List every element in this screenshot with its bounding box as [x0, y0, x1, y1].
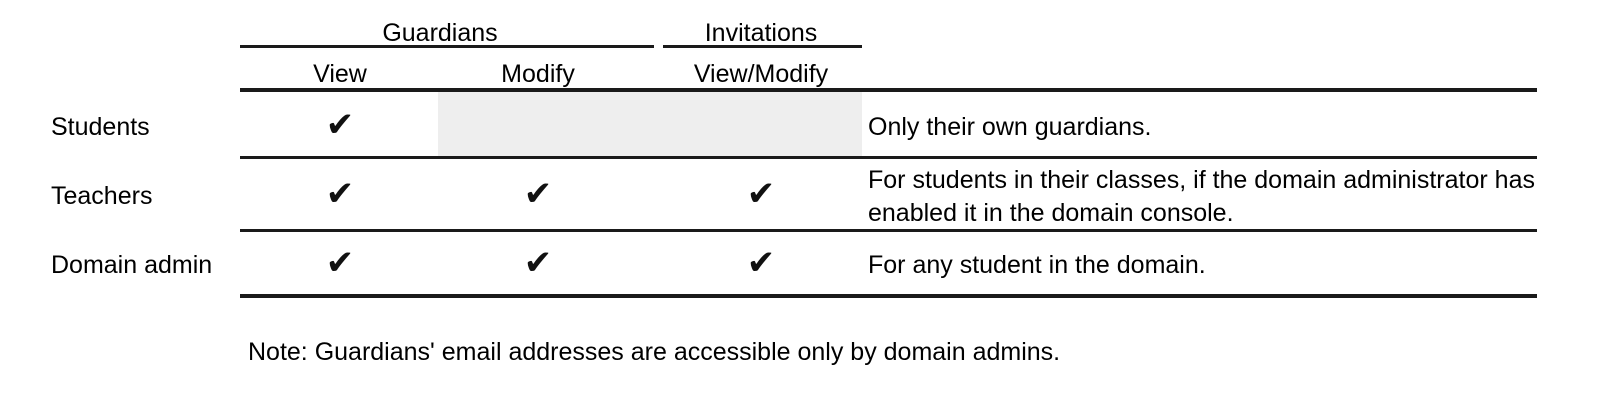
column-header-invitations-view-modify: View/Modify	[693, 60, 829, 88]
check-icon-domain-admin-invitations-view-modify: ✔	[746, 243, 776, 283]
row-stub-domain-admin: Domain admin	[51, 251, 213, 279]
disabled-cell-shading-students	[438, 92, 862, 156]
table-rule-row-teachers-bottom	[240, 229, 1537, 232]
table-rule-header-bottom	[240, 88, 1537, 92]
check-icon-students-guardians-view: ✔	[325, 105, 355, 145]
check-icon-teachers-guardians-view: ✔	[325, 174, 355, 214]
check-icon-domain-admin-guardians-modify: ✔	[523, 243, 553, 283]
check-icon-teachers-guardians-modify: ✔	[523, 174, 553, 214]
table-rule-row-students-bottom	[240, 156, 1537, 159]
row-stub-teachers: Teachers	[51, 182, 153, 210]
spanner-rule-guardians	[240, 45, 654, 48]
table-footnote: Note: Guardians' email addresses are acc…	[248, 338, 1061, 366]
table-rule-bottom	[240, 294, 1537, 298]
spanner-rule-invitations	[663, 45, 862, 48]
check-icon-domain-admin-guardians-view: ✔	[325, 243, 355, 283]
column-header-guardians-view: View	[313, 60, 367, 88]
row-notes-teachers: For students in their classes, if the do…	[868, 166, 1535, 227]
check-icon-teachers-invitations-view-modify: ✔	[746, 174, 776, 214]
row-notes-students: Only their own guardians.	[868, 113, 1152, 141]
spanner-header-invitations: Invitations	[704, 19, 818, 47]
row-notes-domain-admin: For any student in the domain.	[868, 251, 1206, 279]
spanner-header-guardians: Guardians	[382, 19, 498, 47]
column-header-guardians-modify: Modify	[501, 60, 575, 88]
row-stub-students: Students	[51, 113, 150, 141]
